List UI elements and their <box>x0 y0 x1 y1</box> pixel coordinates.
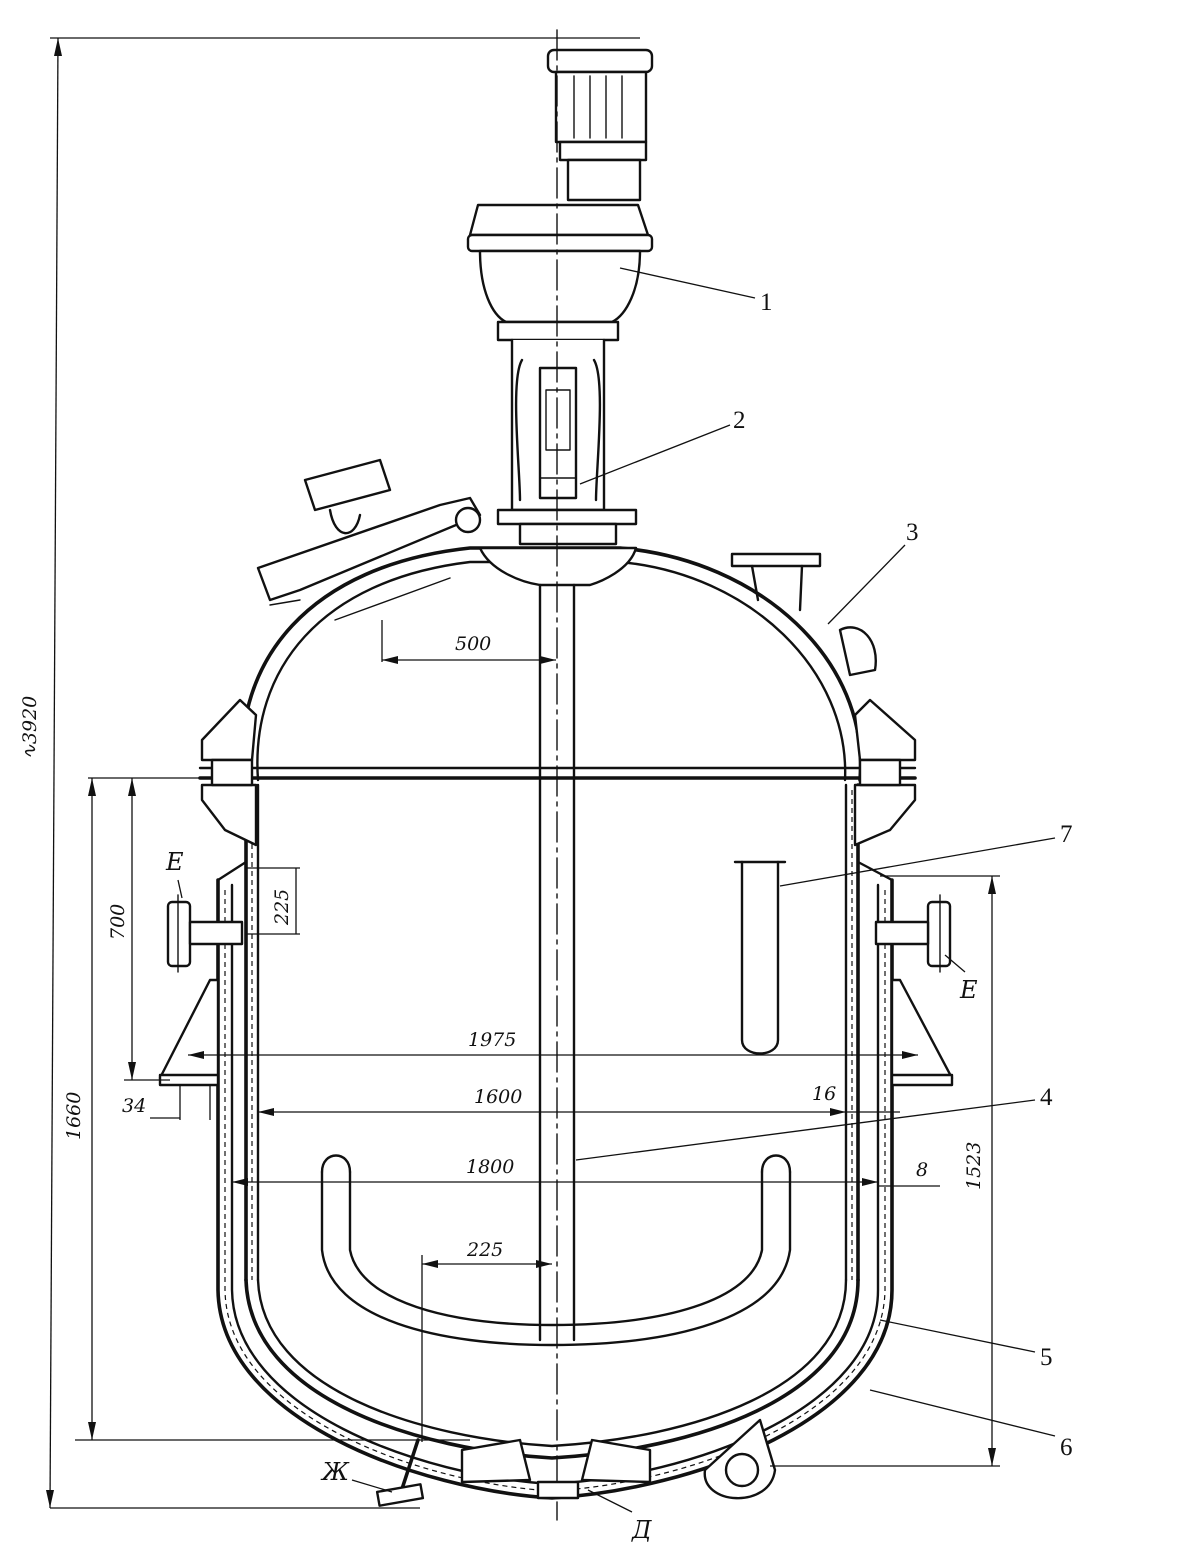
shaft <box>538 29 576 1521</box>
nozzle-right-E <box>874 894 952 973</box>
dimension-34: 34 <box>122 1085 211 1120</box>
dim-jacket-diameter: 1800 <box>466 1156 514 1178</box>
dimension-225-bottom: 225 <box>421 1239 552 1442</box>
support-lug-left <box>158 978 220 1087</box>
dim-lid-offset: 500 <box>455 633 491 655</box>
dim-nozzle-spacing: 225 <box>271 889 293 926</box>
callout-1: 1 <box>760 289 773 316</box>
dimension-1800: 1800 <box>232 1156 878 1186</box>
callout-7: 7 <box>1060 821 1073 848</box>
bottom-outlet <box>460 1438 652 1500</box>
dimension-16: 16 <box>812 1083 900 1113</box>
dimension-1660: 1660 <box>63 777 470 1441</box>
callout-5: 5 <box>1040 1344 1053 1371</box>
callout-3: 3 <box>906 519 919 546</box>
callout-6: 6 <box>1060 1434 1073 1461</box>
dim-wall: 16 <box>812 1083 836 1105</box>
dimension-500: 500 <box>381 620 556 664</box>
callout-2: 2 <box>733 407 746 434</box>
dimension-8: 8 <box>878 1159 940 1187</box>
dim-support-width: 1975 <box>468 1029 516 1051</box>
lid-manhole <box>256 458 482 621</box>
dim-inner-diameter: 1600 <box>474 1086 522 1108</box>
port-right-E: Е <box>959 976 978 1004</box>
dimension-1975: 1975 <box>188 1029 918 1059</box>
callouts: 1 2 3 4 5 6 7 <box>575 267 1073 1461</box>
dimension-1523: 1523 <box>770 875 1000 1467</box>
drain-fitting <box>375 1438 425 1507</box>
dim-gap: 8 <box>916 1159 928 1181</box>
dimension-overall-height: ∿3920 <box>19 37 640 1509</box>
dim-jacket-height: 1523 <box>963 1142 985 1190</box>
main-flange-left <box>200 698 258 847</box>
lid-nozzle-right <box>730 552 877 677</box>
nozzle-left-E <box>166 894 244 973</box>
dim-support-base: 34 <box>122 1095 146 1117</box>
gearbox <box>466 203 654 342</box>
motor <box>546 48 654 202</box>
lifting-lug <box>703 1418 777 1500</box>
main-flange-right <box>853 698 917 847</box>
port-left-E: Е <box>165 848 184 876</box>
dim-flange-to-nozzle: 700 <box>107 904 129 940</box>
anchor-stirrer <box>320 1154 792 1347</box>
port-drain: Ж <box>320 1458 350 1486</box>
port-labels: Е Е Ж Д <box>165 848 978 1543</box>
port-bottom-outlet: Д <box>631 1516 652 1543</box>
dim-body-height: 1660 <box>63 1092 85 1140</box>
dim-bottom-offset: 225 <box>466 1239 503 1261</box>
thermowell <box>733 860 787 1055</box>
dimension-225-nozzle: 225 <box>245 867 300 935</box>
dimension-1600: 1600 <box>258 1086 846 1116</box>
support-lug-right <box>890 978 954 1087</box>
dim-overall-height: ∿3920 <box>19 696 41 760</box>
drive-stand <box>478 338 638 587</box>
callout-4: 4 <box>1040 1084 1053 1111</box>
dimension-700: 700 <box>107 778 170 1081</box>
